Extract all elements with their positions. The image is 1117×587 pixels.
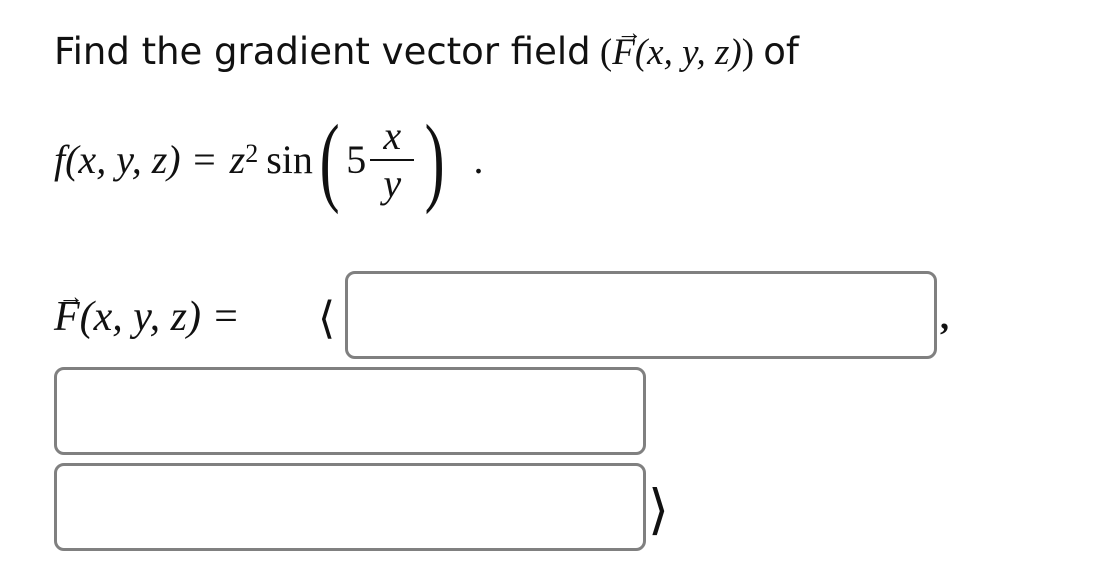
left-paren: ( xyxy=(319,104,340,215)
function-exponent: 2 xyxy=(245,139,259,168)
fraction-numerator: x xyxy=(383,113,402,158)
prompt-vector-expression: (→F(x, y, z)) xyxy=(600,18,754,73)
answer-lhs: →F(x, y, z) = xyxy=(54,282,240,342)
fraction-bar xyxy=(370,159,415,161)
vector-arrow-icon: → xyxy=(616,18,643,47)
right-paren: ) xyxy=(424,104,445,215)
vector-F-answer: →F xyxy=(54,282,84,342)
open-angle-bracket: ⟨ xyxy=(318,294,336,343)
answer-lhs-args: (x, y, z) = xyxy=(79,294,240,340)
separator-comma: , xyxy=(940,297,949,337)
answer-field-z-component[interactable] xyxy=(54,463,646,551)
fraction-denominator: y xyxy=(383,161,402,206)
close-angle-bracket: ⟩ xyxy=(648,480,670,540)
period: . xyxy=(473,137,484,182)
answer-field-y-component[interactable] xyxy=(54,367,646,455)
vector-F: →F xyxy=(612,18,642,77)
prompt-text: Find the gradient vector field xyxy=(54,30,591,73)
inner-const: 5 xyxy=(346,137,367,182)
prompt-suffix: of xyxy=(763,30,799,73)
function-lhs: f(x, y, z) = xyxy=(54,137,218,182)
vector-arrow-icon: → xyxy=(58,282,84,311)
function-trig: sin xyxy=(266,137,313,182)
fraction: x y xyxy=(370,113,415,207)
function-coef: z xyxy=(229,137,246,182)
question-prompt: Find the gradient vector field (→F(x, y,… xyxy=(54,18,799,77)
answer-field-x-component[interactable] xyxy=(345,271,937,359)
